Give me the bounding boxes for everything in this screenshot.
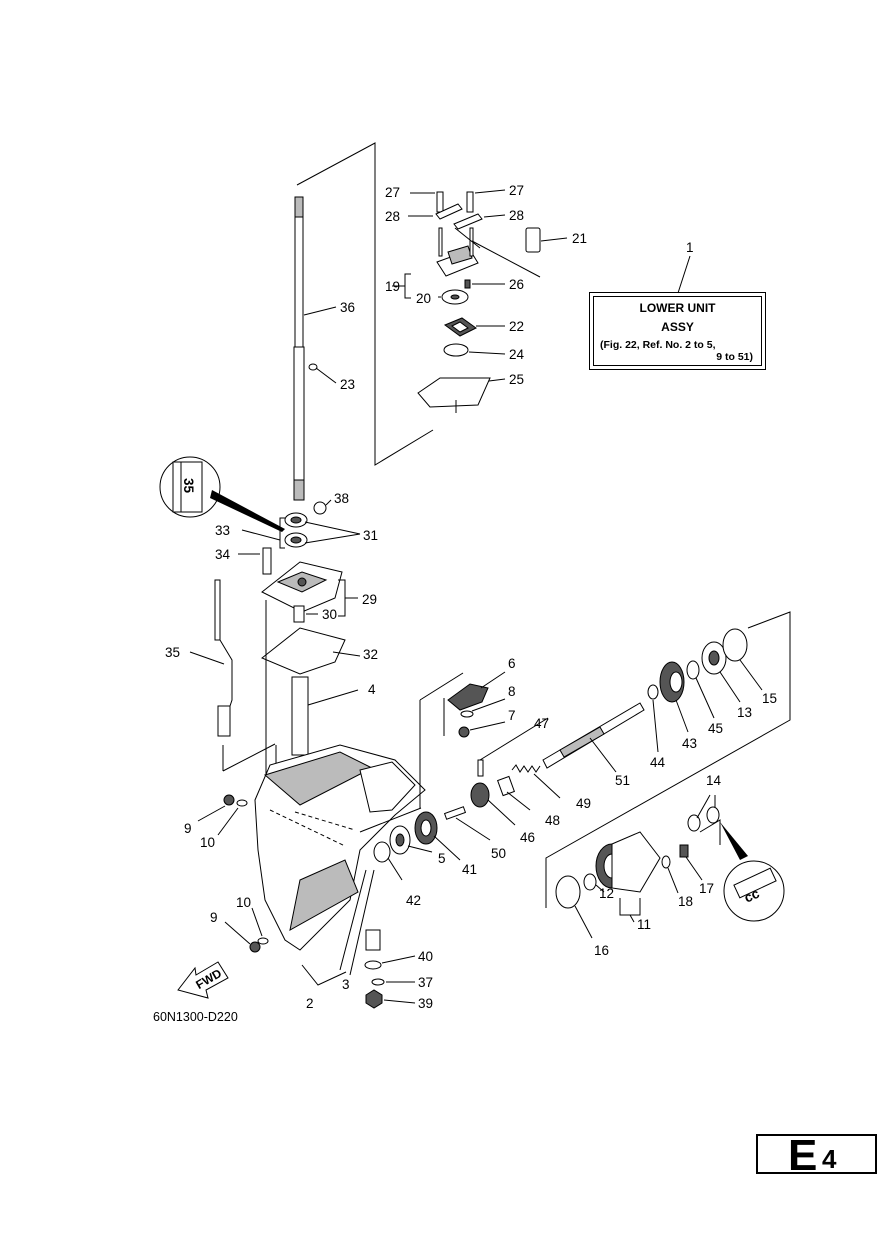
badge-cc	[733, 867, 777, 899]
label-40: 40	[418, 949, 433, 964]
label-49: 49	[576, 796, 591, 811]
label-51: 51	[615, 773, 630, 788]
assembly-info-box: LOWER UNIT ASSY (Fig. 22, Ref. No. 2 to …	[589, 292, 766, 370]
page-number: 4	[822, 1144, 837, 1174]
label-33: 33	[215, 523, 230, 538]
label-31: 31	[363, 528, 378, 543]
label-44: 44	[650, 755, 666, 770]
label-39: 39	[418, 996, 433, 1011]
label-10a: 10	[200, 835, 215, 850]
label-17: 17	[699, 881, 714, 896]
label-5: 5	[438, 851, 446, 866]
label-23: 23	[340, 377, 355, 392]
label-45: 45	[708, 721, 723, 736]
label-13: 13	[737, 705, 752, 720]
label-25: 25	[509, 372, 524, 387]
label-21: 21	[572, 231, 587, 246]
assembly-title: LOWER UNIT	[639, 301, 716, 315]
propeller-shaft-housing	[595, 831, 661, 893]
label-1: 1	[686, 240, 694, 255]
assembly-ref-line2: 9 to 51)	[716, 351, 753, 363]
label-27b: 27	[509, 183, 524, 198]
label-34: 34	[215, 547, 231, 562]
label-12: 12	[599, 886, 614, 901]
label-4: 4	[368, 682, 376, 697]
label-15: 15	[762, 691, 777, 706]
label-41: 41	[462, 862, 477, 877]
label-6: 6	[508, 656, 516, 671]
lower-casing	[254, 744, 426, 951]
label-38: 38	[334, 491, 349, 506]
badge-35-label: 35	[181, 478, 196, 494]
label-28b: 28	[509, 208, 524, 223]
label-3: 3	[342, 977, 350, 992]
label-29: 29	[362, 592, 377, 607]
label-10b: 10	[236, 895, 251, 910]
impeller	[443, 317, 477, 337]
assembly-ref-line1: (Fig. 22, Ref. No. 2 to 5,	[600, 339, 716, 351]
label-30: 30	[322, 607, 337, 622]
page-indicator: E 4	[756, 1131, 877, 1180]
label-16: 16	[594, 943, 609, 958]
assembly-subtitle: ASSY	[661, 320, 694, 334]
label-20: 20	[416, 291, 431, 306]
label-28a: 28	[385, 209, 400, 224]
forward-arrow-icon	[177, 961, 229, 999]
label-43: 43	[682, 736, 697, 751]
label-26: 26	[509, 277, 524, 292]
page-letter: E	[788, 1131, 817, 1180]
drawing-code: 60N1300-D220	[153, 1010, 238, 1024]
label-14: 14	[706, 773, 722, 788]
label-47: 47	[534, 716, 549, 731]
water-pump-housing	[436, 227, 479, 277]
label-18: 18	[678, 894, 693, 909]
label-7: 7	[508, 708, 516, 723]
label-46: 46	[520, 830, 535, 845]
label-50: 50	[491, 846, 506, 861]
label-19: 19	[385, 279, 400, 294]
label-27a: 27	[385, 185, 400, 200]
label-9b: 9	[210, 910, 218, 925]
label-32: 32	[363, 647, 378, 662]
label-36: 36	[340, 300, 355, 315]
label-35: 35	[165, 645, 180, 660]
label-48: 48	[545, 813, 560, 828]
badge-cc-label: cc	[742, 885, 762, 905]
clutch-dog	[470, 782, 490, 808]
drive-shaft	[293, 196, 305, 501]
label-11: 11	[637, 917, 651, 932]
label-24: 24	[509, 347, 525, 362]
pump-base-housing	[261, 561, 343, 613]
label-8: 8	[508, 684, 516, 699]
label-22: 22	[509, 319, 524, 334]
label-2: 2	[306, 996, 314, 1011]
badge-35	[172, 461, 203, 513]
shift-rod	[214, 579, 233, 737]
propeller-shaft	[542, 702, 645, 769]
label-37: 37	[418, 975, 433, 990]
label-9a: 9	[184, 821, 192, 836]
label-42: 42	[406, 893, 421, 908]
